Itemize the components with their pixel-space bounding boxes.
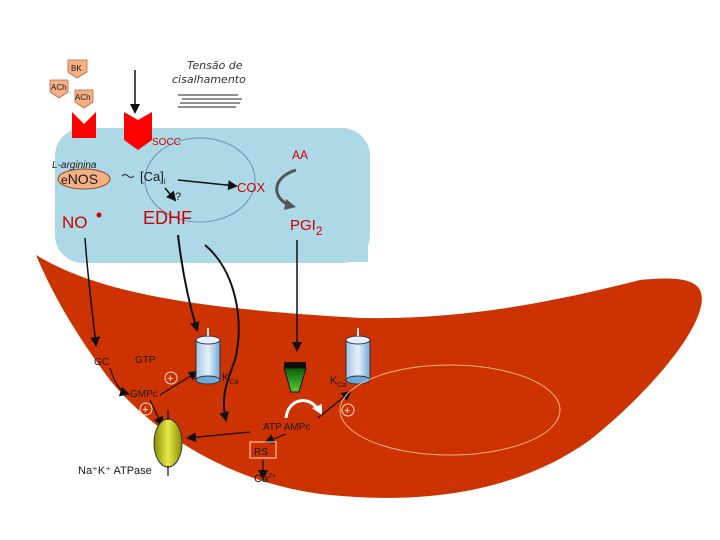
ampc-to-rs-arrow [264, 433, 287, 444]
enos-oval [57, 168, 111, 190]
aa-label: AA [292, 148, 308, 162]
l-arginina-label: L-arginina [52, 160, 97, 171]
cox-label: COX [237, 180, 266, 195]
gmpc-to-pump-arrow [149, 399, 164, 427]
ca2-main: Ca [254, 473, 269, 485]
shear-label-line2: cisalhamento [172, 73, 246, 86]
ach-tag-left [49, 79, 69, 99]
kca-left-sub: Ca [229, 379, 238, 386]
rs-label: RS [254, 447, 268, 458]
ca-to-cox-arrow [177, 179, 238, 191]
ach-tag-right [74, 89, 94, 109]
endothelial-loop [144, 137, 256, 223]
ca-label: [Ca]i [140, 169, 166, 186]
no-to-gc-arrow [84, 237, 101, 347]
receptor-icon [72, 112, 96, 138]
kca-left-label: KCa [222, 372, 238, 386]
endothelial-cell [55, 128, 370, 263]
gmpc-label: GMPc [130, 389, 158, 400]
edhf-loop-arrow [204, 244, 240, 422]
no-radical-dot [96, 212, 102, 218]
gtp-label: GTP [135, 355, 156, 366]
gc-label: GC [94, 357, 109, 368]
gmpc-to-kca-arrow [159, 370, 199, 396]
plus-pump: + [142, 404, 148, 416]
question-arrow [164, 187, 177, 202]
kca-right-label: KCa [330, 375, 346, 389]
shear-label-line1: Tensão de [187, 59, 243, 72]
kca-channel-right-icon [345, 328, 371, 385]
kca-right-main: K [330, 375, 338, 387]
no-main: NO [62, 213, 88, 232]
kca-left-main: K [222, 372, 230, 384]
gtp-to-gmpc-arrow [109, 367, 130, 397]
plus-circle-right [341, 403, 355, 417]
ach-label-left: ACh [51, 83, 67, 92]
pgi-main: PGI [290, 217, 316, 234]
na-k-atpase-label: Na⁺K⁺ ATPase [78, 465, 152, 477]
bk-tag [67, 59, 88, 79]
no-label: NO [62, 213, 88, 232]
plus-circle-pump [139, 402, 153, 416]
pgi2-label: PGI2 [290, 217, 323, 238]
cell-outline-ellipse [339, 364, 561, 456]
ca2-sup: 2+ [268, 473, 276, 480]
rs-box [249, 441, 277, 459]
endothelial-edge [300, 240, 368, 262]
enos-label: eNOS [61, 171, 98, 187]
enos-prefix: e [61, 173, 68, 187]
ca2-label: Ca2+ [254, 473, 276, 485]
plus-kca: + [167, 373, 173, 385]
prostacyclin-receptor-icon [283, 362, 307, 393]
kca-channel-left-icon [195, 328, 221, 385]
kca-right-sub: Ca [337, 382, 346, 389]
cox-curve-head [284, 199, 296, 210]
ca-sub: i [164, 177, 166, 186]
socc-label: SOCC [152, 137, 181, 148]
shear-lines [178, 94, 242, 108]
atp-to-ampc-head [312, 404, 322, 415]
question-label: ? [175, 191, 181, 203]
plus-right: + [344, 405, 350, 417]
ach-label-right: ACh [75, 93, 91, 102]
na-k-atpase-pump-icon [153, 410, 183, 476]
atp-ampc-label: ATP AMPc [263, 422, 310, 433]
edhf-label: EDHF [143, 208, 192, 228]
pgi-sub: 2 [316, 224, 323, 238]
to-pump-arrow [186, 431, 251, 443]
ca-main: [Ca] [140, 169, 164, 184]
plus-circle-kca [164, 371, 178, 385]
ca-squiggle [121, 174, 135, 178]
bk-label: BK [71, 64, 82, 73]
socc-channel-icon [124, 112, 152, 150]
enos-main: NOS [68, 171, 98, 187]
edhf-to-kca-arrow [177, 234, 200, 332]
